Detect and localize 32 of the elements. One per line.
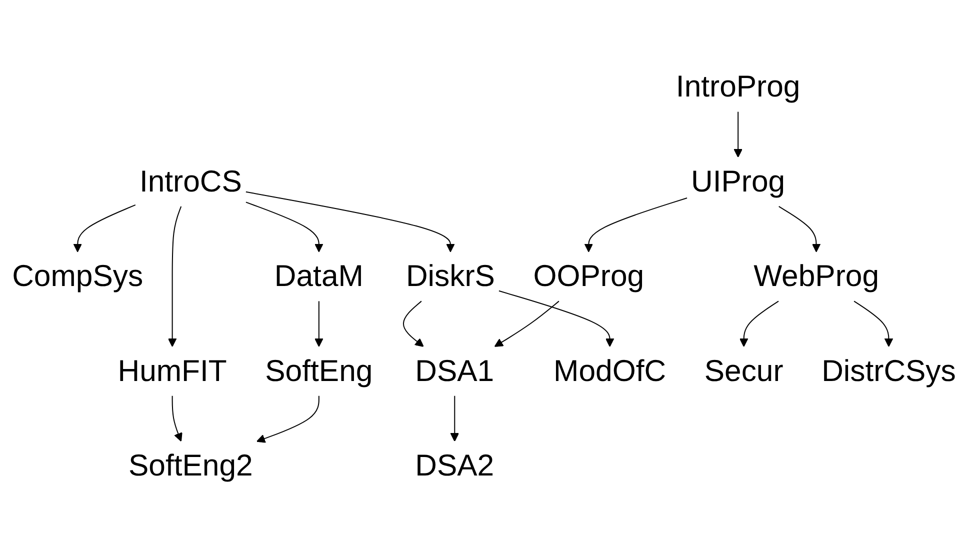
- arrow: [584, 198, 688, 252]
- node-text: OOProg: [533, 260, 644, 294]
- node-text: DiskrS: [406, 260, 495, 294]
- arrow: [778, 206, 821, 252]
- node-text: CompSys: [12, 260, 144, 294]
- node-text: DSA2: [415, 449, 494, 483]
- arrow: [256, 396, 320, 443]
- arrow: [246, 191, 455, 252]
- node-text: IntroCS: [139, 165, 242, 198]
- node-text: SoftEng: [265, 354, 373, 388]
- arrow: [734, 112, 742, 158]
- arrow: [498, 290, 614, 347]
- node-text: Secur: [704, 354, 784, 388]
- arrow: [450, 396, 460, 442]
- arrow: [402, 300, 424, 347]
- node-text: UIProg: [691, 165, 786, 198]
- node-text: HumFIT: [118, 354, 227, 388]
- arrow: [739, 300, 779, 347]
- node-text: DistrCSys: [822, 354, 956, 388]
- node-text: SoftEng2: [128, 449, 253, 483]
- node-text: ModOfC: [554, 354, 666, 388]
- node-text: WebProg: [754, 260, 880, 294]
- node-text: DSA1: [415, 354, 494, 388]
- arrow: [172, 396, 182, 442]
- arrow: [854, 300, 894, 347]
- node-text: DataM: [274, 260, 364, 294]
- arrow: [494, 300, 560, 347]
- arrow: [246, 202, 324, 252]
- arrow: [314, 301, 324, 347]
- arrow: [168, 206, 182, 347]
- arrow: [73, 204, 136, 252]
- node-text: IntroProg: [676, 70, 800, 104]
